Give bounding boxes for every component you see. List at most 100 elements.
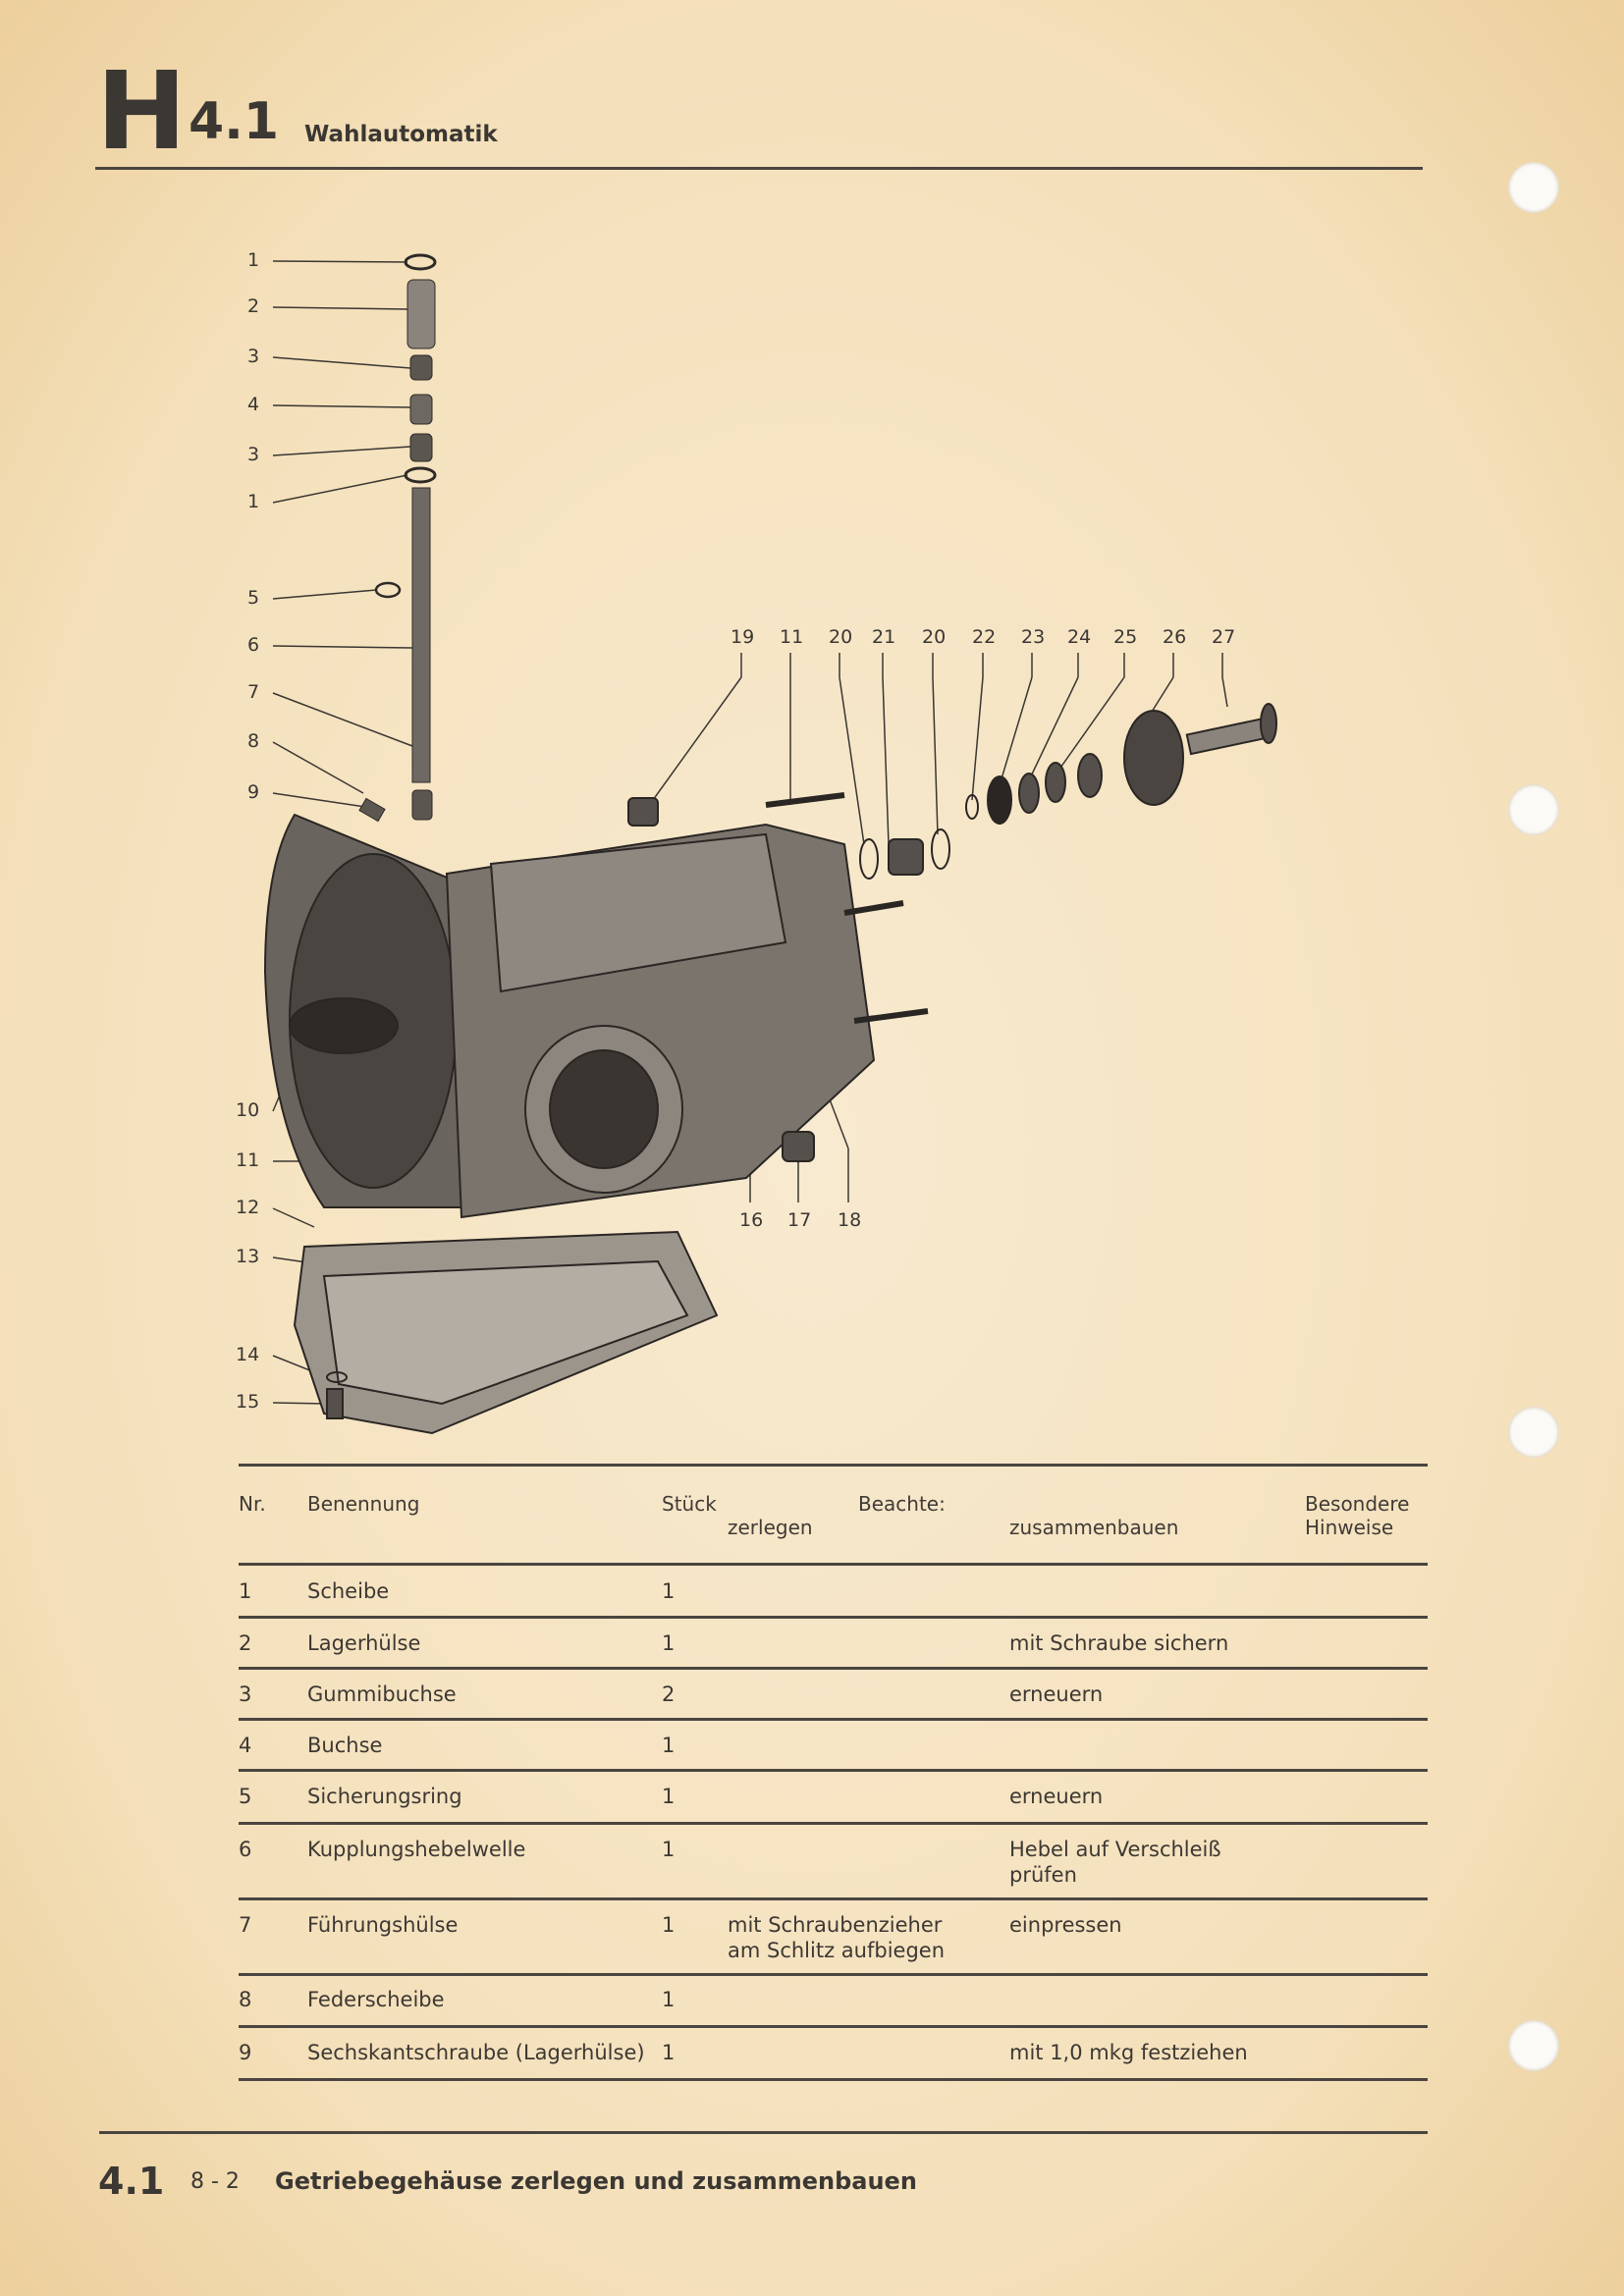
callout-left: 9 [247,781,260,803]
row-nr: 7 [239,1913,252,1937]
footer-page-number: 8 - 2 [190,2169,240,2194]
leader-line [652,676,742,801]
row-name: Gummibuchse [307,1682,457,1706]
leader-line [1221,676,1228,708]
row-name: Sicherungsring [307,1785,462,1808]
housing [263,792,929,1435]
callout-top: 22 [972,626,997,648]
row-nr: 1 [239,1579,252,1603]
callout-left: 8 [247,730,260,752]
leader-line [272,404,411,408]
callout-left: 6 [247,634,260,656]
leader-line [272,356,411,369]
row-nr: 6 [239,1838,252,1861]
callout-top: 20 [922,626,947,648]
leader-line [272,792,366,808]
leader-line [272,589,377,600]
leader-line [999,676,1033,786]
leader-line [272,645,413,649]
shaft-parts [358,253,437,823]
leader-line [839,676,865,845]
callout-left: 15 [236,1391,260,1413]
header-rule [95,167,1423,170]
table-row-rule [239,1667,1428,1670]
row-name: Federscheibe [307,1988,445,2011]
row-name: Kupplungshebelwelle [307,1838,526,1861]
col-header-beachte: Beachte: [858,1492,946,1516]
leader-line [272,260,408,263]
row-nr: 5 [239,1785,252,1808]
table-header-rule [239,1563,1428,1566]
callout-left: 3 [247,444,260,465]
row-name: Buchse [307,1734,383,1757]
row-qty: 1 [662,1785,676,1808]
row-qty: 1 [662,1734,676,1757]
leader-line [829,1098,849,1149]
page-title: Wahlautomatik [304,122,498,147]
row-name: Sechskantschraube (Lagerhülse) [307,2041,645,2064]
callout-left: 14 [236,1344,260,1365]
callout-bottom: 17 [787,1209,812,1231]
row-nr: 3 [239,1682,252,1706]
callout-top: 27 [1212,626,1236,648]
col-header-benennung: Benennung [307,1492,420,1516]
transmission-exploded-diagram [263,253,1277,1435]
punch-hole [1508,2020,1559,2071]
col-header-nr: Nr. [239,1492,266,1516]
table-row-rule [239,1897,1428,1900]
row-nr: 8 [239,1988,252,2011]
row-nr: 4 [239,1734,252,1757]
callout-left: 1 [247,249,260,271]
row-name: Scheibe [307,1579,390,1603]
col-header-zusammenbauen: zusammenbauen [1009,1516,1179,1539]
callout-top: 19 [731,626,755,648]
callout-left: 1 [247,491,260,512]
row-zusammenbauen: mit 1,0 mkg festziehen [1009,2041,1248,2064]
callout-top: 24 [1067,626,1092,648]
leader-line [272,741,364,794]
callout-left: 2 [247,295,260,317]
callout-left: 13 [236,1246,260,1267]
gear-parts [627,703,1277,880]
table-row-rule [239,1718,1428,1721]
row-name: Führungshülse [307,1913,459,1937]
leader-line [272,306,408,310]
row-qty: 1 [662,1838,676,1861]
col-header-hinweise: Besondere Hinweise [1305,1492,1410,1539]
callout-top: 21 [872,626,896,648]
callout-bottom: 18 [838,1209,862,1231]
callout-left: 12 [236,1197,260,1218]
callout-left: 10 [236,1099,260,1121]
callout-top: 23 [1021,626,1046,648]
punch-hole [1508,1407,1559,1458]
row-name: Lagerhülse [307,1631,421,1655]
punch-hole [1508,162,1559,213]
callout-top: 25 [1113,626,1138,648]
callout-top: 11 [780,626,804,648]
leader-line [272,446,411,456]
row-zusammenbauen: einpressen [1009,1913,1122,1937]
row-qty: 1 [662,1913,676,1937]
leader-line [272,1207,315,1228]
table-top-rule [239,1464,1428,1467]
row-qty: 1 [662,2041,676,2064]
table-row-rule [239,1616,1428,1619]
row-qty: 1 [662,1988,676,2011]
section-number: 4.1 [189,92,280,151]
leader-line [932,676,939,835]
callout-left: 11 [236,1149,260,1171]
row-nr: 9 [239,2041,252,2064]
col-header-stueck: Stück [662,1492,717,1516]
callout-top: 26 [1163,626,1187,648]
table-row-rule [239,1973,1428,1976]
leader-line [882,676,890,845]
chapter-letter: H [96,48,188,174]
row-zusammenbauen: erneuern [1009,1682,1104,1706]
callout-left: 4 [247,394,260,415]
leader-line [971,676,984,801]
bottom-parts [326,1131,815,1419]
callout-left: 5 [247,587,260,609]
row-zerlegen: mit Schraubenzieher am Schlitz aufbiegen [728,1913,946,1963]
row-zusammenbauen: erneuern [1009,1785,1104,1808]
row-qty: 2 [662,1682,676,1706]
